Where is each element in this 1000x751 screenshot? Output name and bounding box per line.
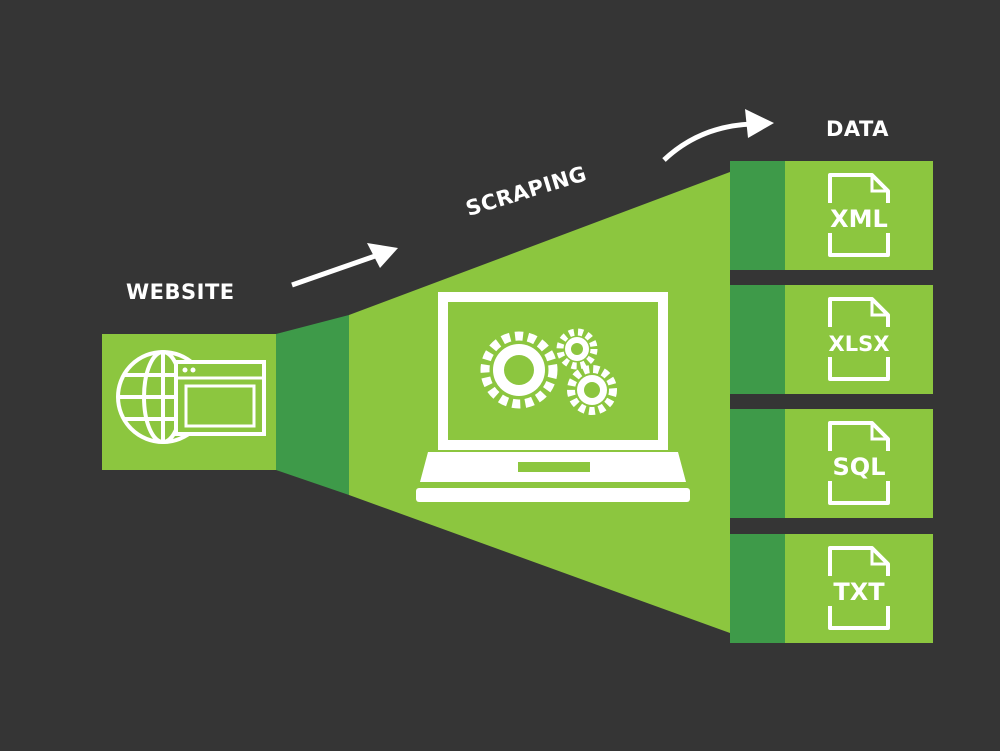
laptop-icon <box>416 292 690 502</box>
output-block-xlsx: XLSX <box>730 285 933 394</box>
file-icon <box>824 421 894 505</box>
output-format-label: TXT <box>833 578 885 606</box>
website-label: WEBSITE <box>126 280 235 304</box>
output-format-label: XLSX <box>829 332 890 356</box>
output-connector <box>730 409 785 518</box>
browser-window-icon <box>174 360 266 436</box>
output-block-sql: SQL <box>730 409 933 518</box>
data-label: DATA <box>826 117 890 141</box>
output-block-txt: TXT <box>730 534 933 643</box>
output-format-label: SQL <box>833 453 886 481</box>
arrow-icon <box>662 109 774 162</box>
output-format-label: XML <box>830 205 888 233</box>
file-icon <box>824 546 894 630</box>
output-connector <box>730 161 785 270</box>
output-connector <box>730 285 785 394</box>
file-icon <box>824 297 894 381</box>
file-icon <box>824 173 894 257</box>
output-connector <box>730 534 785 643</box>
website-block <box>102 334 276 470</box>
output-blocks: XML XLSX SQL TXT <box>730 161 933 643</box>
gears-icon <box>480 328 617 415</box>
output-block-xml: XML <box>730 161 933 270</box>
arrow-icon <box>291 243 398 288</box>
funnel-stem-dark <box>276 315 349 495</box>
